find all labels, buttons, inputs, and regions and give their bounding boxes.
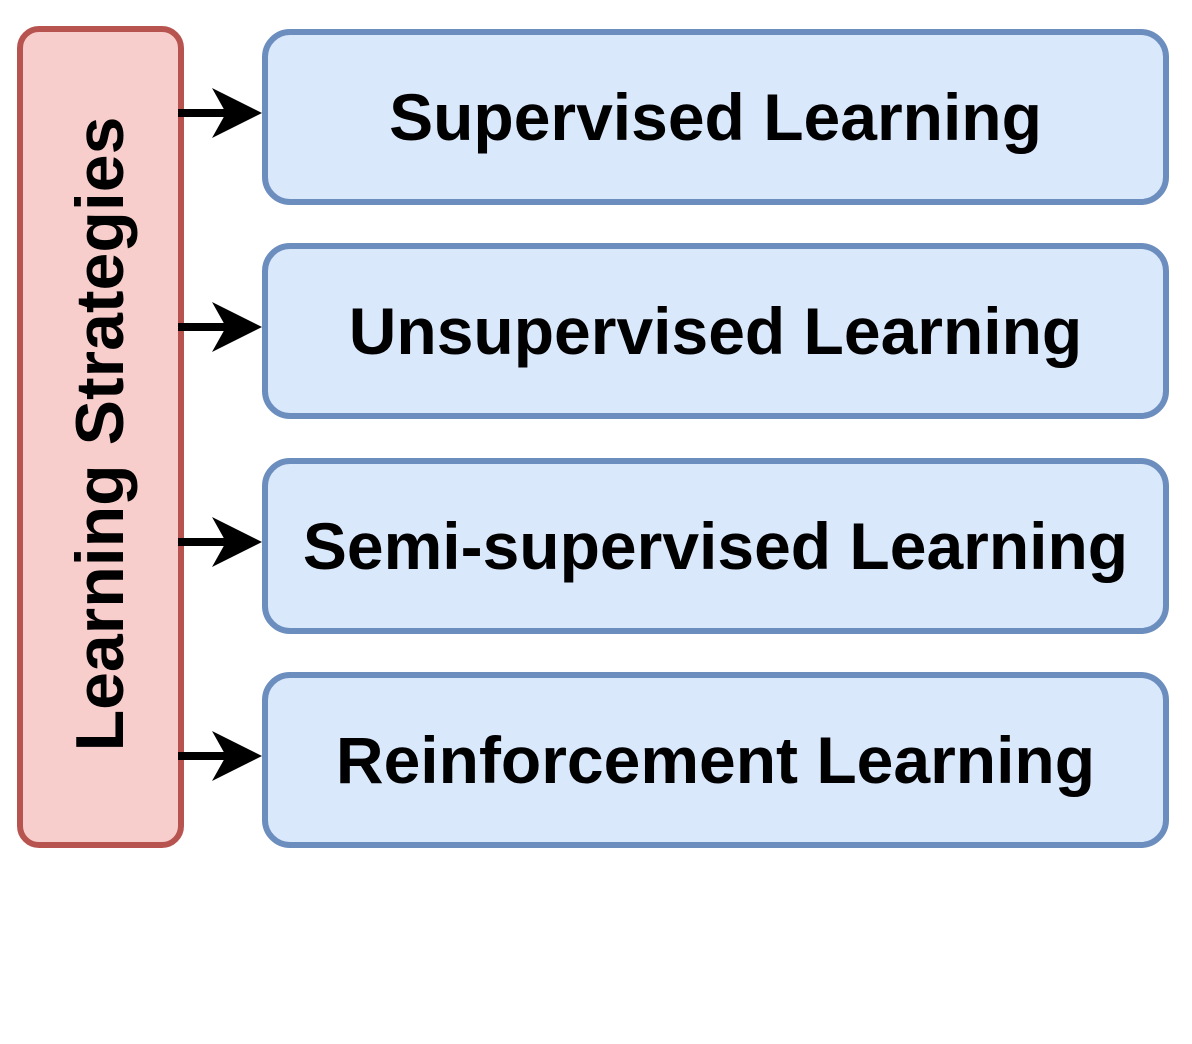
root-node-label: Learning Strategies	[62, 116, 138, 752]
arrow-reinforcement	[178, 731, 262, 781]
node-semi-supervised-learning: Semi-supervised Learning	[262, 458, 1169, 634]
node-supervised-learning: Supervised Learning	[262, 29, 1169, 205]
node-label: Semi-supervised Learning	[302, 509, 1129, 583]
node-label: Reinforcement Learning	[335, 723, 1096, 797]
node-label: Unsupervised Learning	[348, 294, 1083, 368]
node-reinforcement-learning: Reinforcement Learning	[262, 672, 1169, 848]
root-node-box	[17, 26, 184, 848]
node-label: Supervised Learning	[389, 80, 1042, 154]
arrow-semi-supervised	[178, 517, 262, 567]
node-unsupervised-learning: Unsupervised Learning	[262, 243, 1169, 419]
arrow-unsupervised	[178, 302, 262, 352]
arrow-supervised	[178, 88, 262, 138]
